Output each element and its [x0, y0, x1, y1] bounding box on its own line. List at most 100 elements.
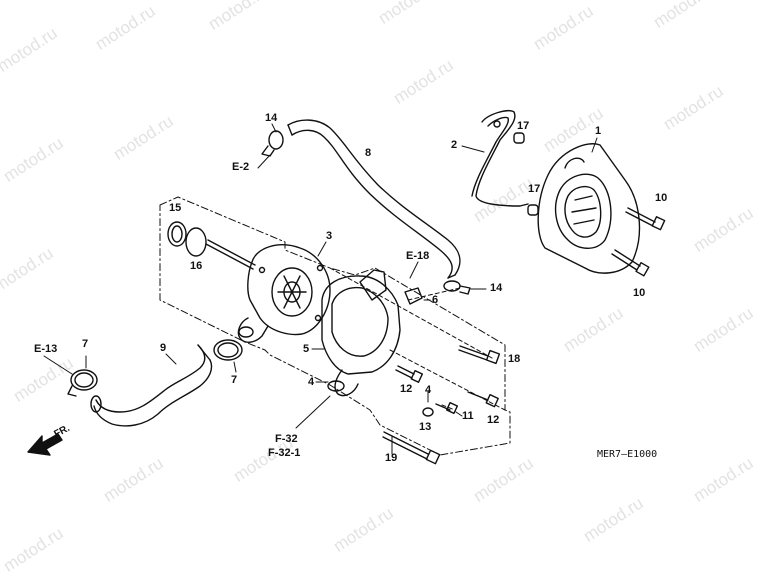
- bracket-2-hole: [493, 120, 501, 128]
- part-label-15: 15: [169, 202, 182, 214]
- part-label-13: 13: [419, 421, 432, 433]
- part-label-14-b: 14: [490, 282, 503, 294]
- part-label-7: 7: [82, 338, 89, 350]
- cover-1-fin: [573, 219, 595, 225]
- bolt-10-upper-head: [651, 216, 666, 231]
- leader-11: [455, 411, 463, 417]
- hose-9: [95, 344, 206, 413]
- collar-17-upper: [513, 132, 525, 144]
- diagram-code: MER7–E1000: [597, 449, 658, 460]
- o-ring-16: [185, 227, 207, 257]
- part-label-18: 18: [508, 353, 521, 365]
- pump-shaft: [207, 239, 256, 266]
- part-label-5: 5: [303, 343, 310, 355]
- bolt-18: [458, 345, 489, 361]
- bolt-19-head: [425, 449, 441, 465]
- part-label-17-b: 17: [528, 183, 541, 195]
- pump-hole: [258, 266, 266, 274]
- bolt-12-right: [467, 391, 489, 401]
- part-label-1: 1: [595, 125, 602, 137]
- part-label-16: 16: [190, 260, 203, 272]
- pump-shaft: [205, 243, 254, 270]
- clamp-7-upper-inner: [217, 342, 239, 358]
- assembly-outline: [159, 196, 511, 456]
- part-label-3: 3: [326, 230, 333, 242]
- pump-cover-5-neck: [359, 269, 387, 301]
- bolt-10-lower: [611, 249, 641, 271]
- cover-1-rim: [564, 185, 602, 238]
- front-arrow-icon: [27, 433, 63, 456]
- part-label-10: 10: [655, 192, 668, 204]
- pump-hole: [314, 314, 322, 322]
- leader-14-upper: [271, 123, 277, 133]
- washer-13: [422, 407, 434, 417]
- hose-8-edge: [291, 129, 453, 279]
- clamp-7-lower: [70, 369, 98, 391]
- arrow-e2: [257, 154, 271, 169]
- bracket-2: [475, 110, 529, 207]
- guide-line: [407, 287, 461, 301]
- bolt-12-left-head: [410, 369, 424, 383]
- clamp-14-upper-tab: [261, 145, 275, 157]
- hose-8: [287, 119, 461, 276]
- leader-f32: [295, 395, 331, 429]
- pump-cover-5: [321, 275, 401, 375]
- hose-8-end: [447, 274, 456, 279]
- part-label-2: 2: [451, 139, 458, 151]
- ref-e13: E-13: [34, 343, 58, 355]
- leader-9: [165, 353, 177, 365]
- part-label-11: 11: [462, 410, 474, 422]
- pump-outlet: [237, 317, 269, 343]
- part-label-12-b: 12: [487, 414, 500, 426]
- collar-17-lower: [527, 204, 539, 216]
- fitting-6: [404, 287, 423, 305]
- cover-1-fin: [574, 195, 593, 201]
- o-ring-15-inner: [171, 225, 183, 243]
- clamp-14-upper: [268, 130, 284, 150]
- bracket-2-inner: [471, 116, 509, 197]
- leader-7-right: [233, 361, 237, 373]
- leader-2: [461, 145, 485, 153]
- part-label-12: 12: [400, 383, 413, 395]
- hose-9-edge: [93, 359, 213, 427]
- bolt-11-head: [445, 401, 459, 415]
- pump-cover-5-outlet: [334, 369, 359, 397]
- clamp-7-upper: [213, 339, 243, 361]
- ref-f32-1: F-32-1: [268, 447, 301, 459]
- hose-9-end: [197, 344, 211, 361]
- pump-cover-5-outlet-end: [327, 380, 345, 392]
- pump-outlet-end: [238, 326, 254, 338]
- bolt-12-left: [395, 365, 415, 379]
- part-label-17: 17: [517, 120, 530, 132]
- o-ring-15: [167, 221, 187, 247]
- part-label-19: 19: [385, 452, 398, 464]
- pump-impeller-vanes: [277, 275, 307, 309]
- part-label-4-b: 4: [425, 384, 432, 396]
- leader-3: [317, 241, 327, 257]
- part-label-6: 6: [432, 294, 439, 306]
- cover-1-inner: [554, 173, 612, 249]
- pump-hole: [316, 264, 324, 272]
- part-label-9: 9: [160, 342, 167, 354]
- bolt-10-lower-head: [635, 261, 650, 277]
- part-label-4: 4: [308, 376, 315, 388]
- pump-impeller: [271, 267, 313, 317]
- clamp-14-lower-tab: [459, 285, 471, 295]
- cover-1-fin: [571, 207, 597, 213]
- guide-line: [389, 349, 506, 411]
- hose-8-end: [287, 124, 293, 136]
- cover-1-tab: [564, 157, 585, 169]
- bolt-10-upper: [625, 207, 656, 227]
- cover-1: [537, 143, 641, 274]
- bolt-18-head: [485, 349, 501, 365]
- hose-9-end-low: [90, 395, 102, 413]
- bolt-19: [382, 431, 429, 460]
- arrow-e13: [43, 355, 73, 375]
- pump-cover-5-inner: [331, 286, 389, 357]
- pump-body: [247, 244, 331, 336]
- ref-e2: E-2: [232, 161, 250, 173]
- part-label-8: 8: [365, 147, 372, 159]
- leader-1: [591, 137, 598, 153]
